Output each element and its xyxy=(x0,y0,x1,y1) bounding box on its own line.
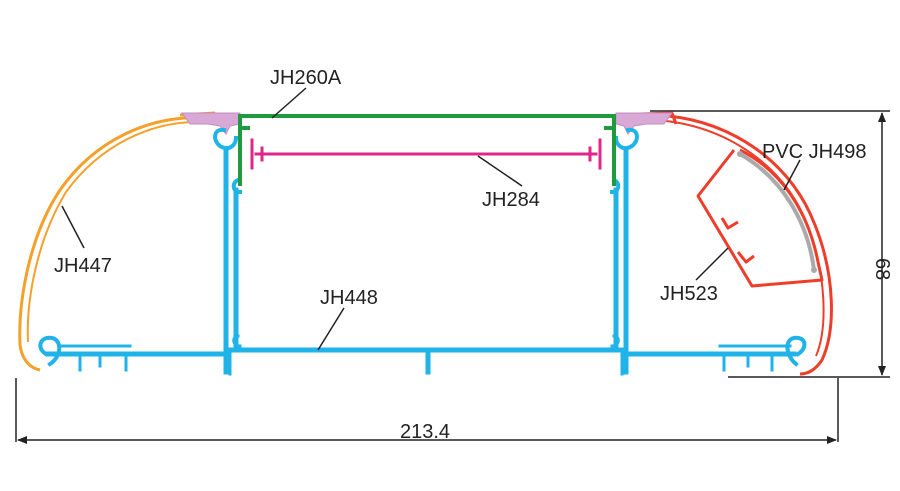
label-jh447: JH447 xyxy=(54,255,112,277)
pvc-strip-jh498 xyxy=(737,151,817,273)
width-arrow-left xyxy=(17,436,27,444)
dimension-lines xyxy=(15,110,890,442)
dimension-width-value: 213.4 xyxy=(400,421,450,443)
leader-jh260a xyxy=(271,87,307,119)
dimension-height-value: 68 xyxy=(871,258,893,280)
width-arrow-right xyxy=(827,436,837,444)
height-arrow-top xyxy=(878,112,886,122)
leader-lines xyxy=(61,87,801,351)
leader-jh284 xyxy=(477,155,523,187)
label-pvc-jh498: PVC JH498 xyxy=(762,141,867,163)
label-jh284: JH284 xyxy=(482,189,540,211)
label-jh448: JH448 xyxy=(320,287,378,309)
left-cover-jh447 xyxy=(18,111,220,372)
leader-pvc-jh498 xyxy=(783,159,801,191)
dimension-arrows xyxy=(17,112,886,444)
leader-jh448 xyxy=(317,307,345,351)
left-pvc-cap xyxy=(181,112,241,135)
leader-jh447 xyxy=(61,205,85,249)
right-pvc-cap xyxy=(615,112,673,135)
label-jh523: JH523 xyxy=(660,283,718,305)
leader-jh523 xyxy=(695,247,729,281)
height-arrow-bottom xyxy=(878,366,886,376)
label-jh260a: JH260A xyxy=(270,67,342,89)
right-bracket-jh523 xyxy=(696,148,824,288)
base-profile-jh448 xyxy=(38,127,807,376)
top-cover-jh260a xyxy=(238,114,616,186)
inner-rail-jh284 xyxy=(250,138,602,170)
